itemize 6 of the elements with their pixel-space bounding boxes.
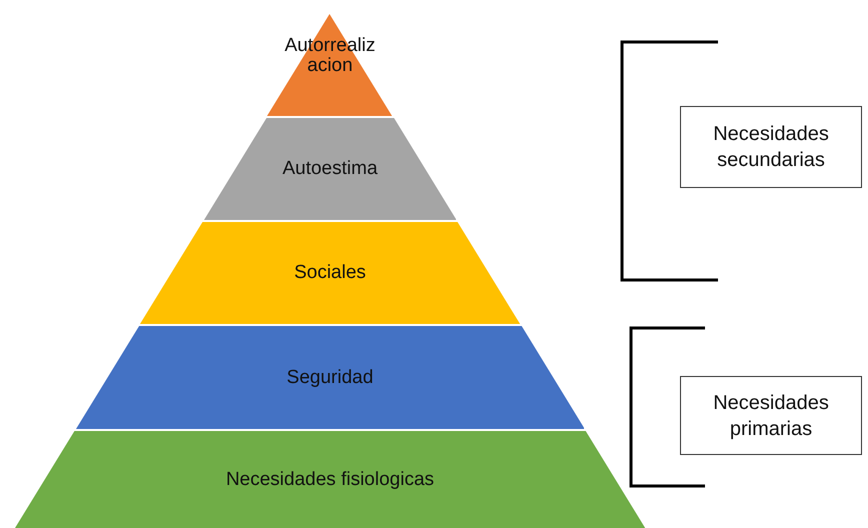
- level-label: Sociales: [294, 262, 366, 284]
- level-label: Seguridad: [286, 366, 374, 388]
- level-label: Autoestima: [282, 158, 378, 180]
- label-box: Necesidades secundarias: [680, 106, 862, 188]
- level-label: Necesidades fisiologicas: [226, 468, 434, 490]
- label-box: Necesidades primarias: [680, 376, 862, 455]
